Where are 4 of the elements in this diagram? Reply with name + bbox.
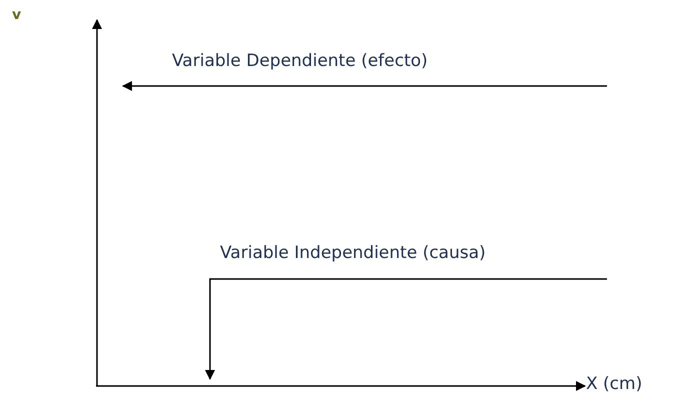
- annotation-text: Variable Dependiente (efecto): [172, 52, 428, 71]
- annotation-text: Variable Independiente (causa): [220, 244, 486, 263]
- axis-label: v: [12, 8, 22, 24]
- axis-label: X (cm): [586, 375, 642, 394]
